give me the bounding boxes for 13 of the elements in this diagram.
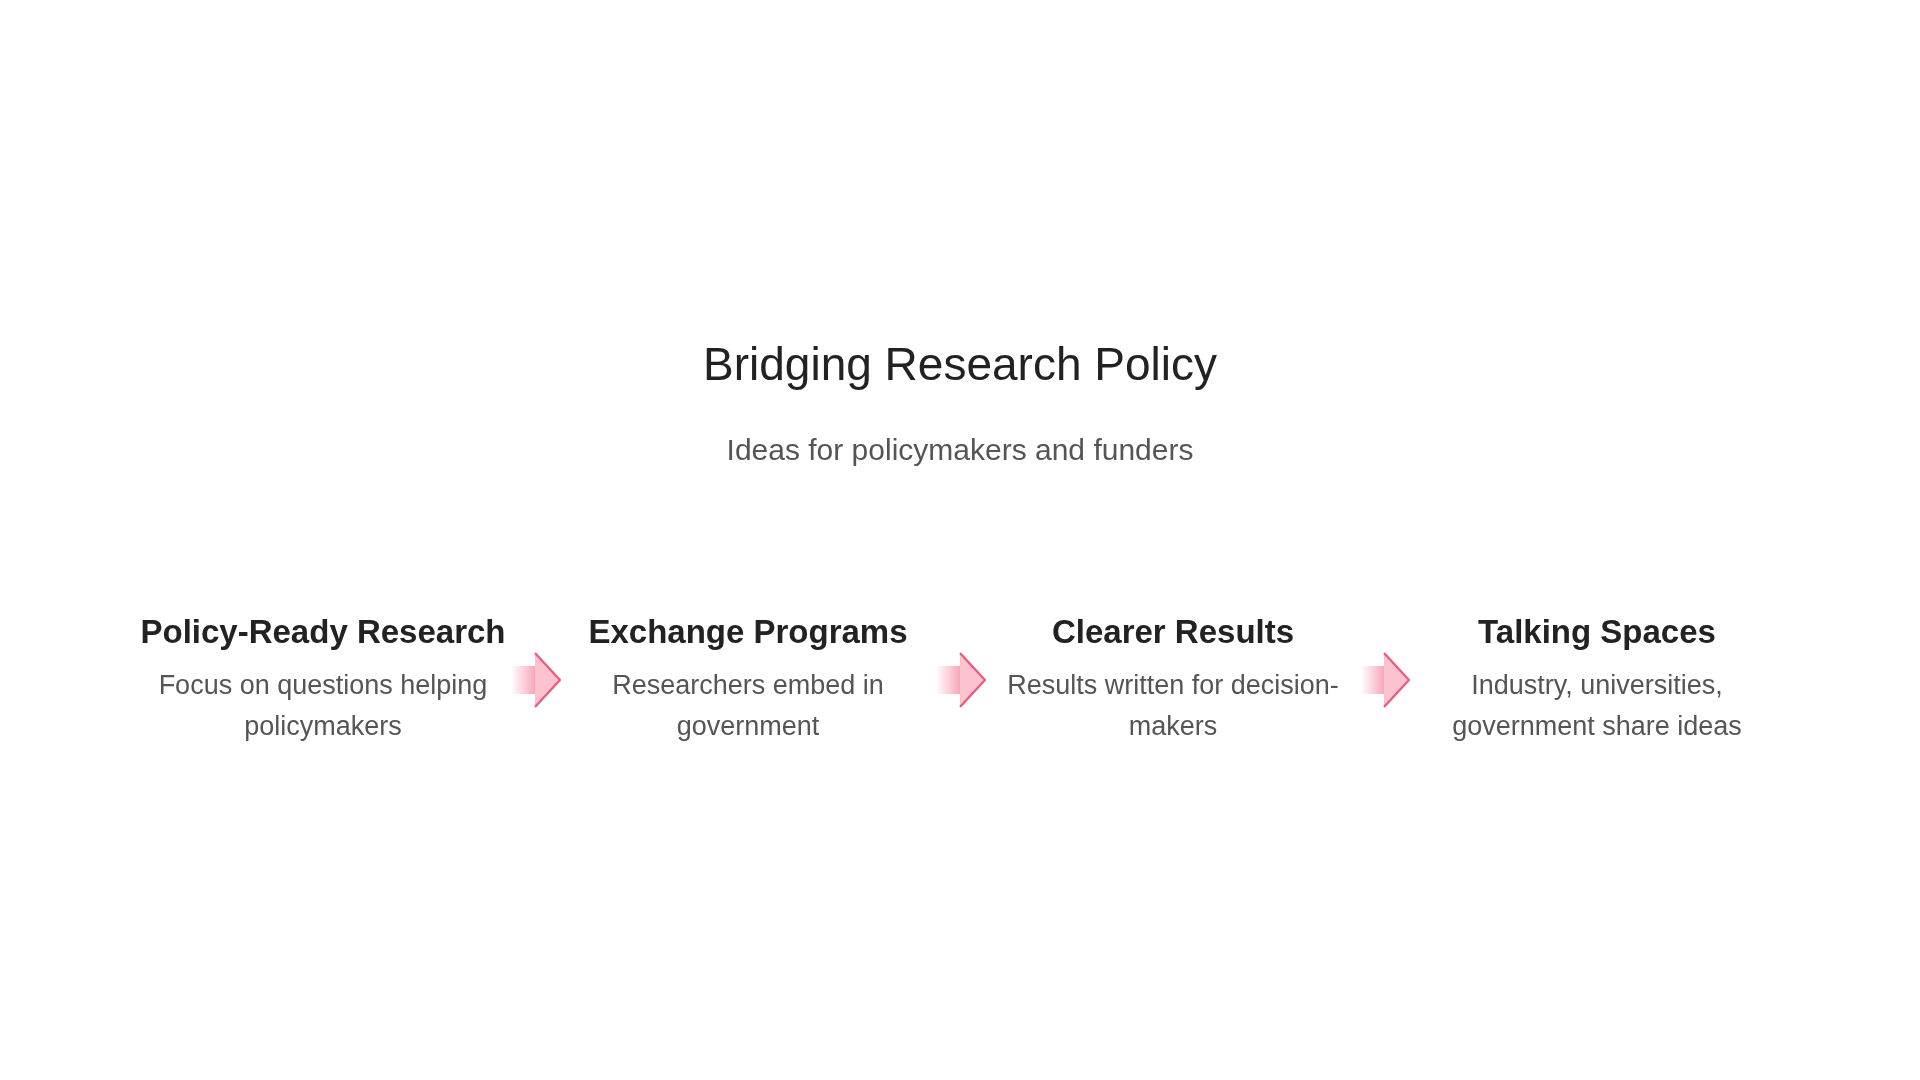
step-heading: Policy-Ready Research (140, 612, 506, 652)
arrow (1361, 651, 1411, 709)
step-description: Industry, universities, government share ideas (1451, 669, 1743, 743)
diagram-title: Bridging Research Policy (703, 337, 1217, 392)
step-heading: Clearer Results (1051, 612, 1295, 652)
step-heading: Exchange Programs (588, 612, 908, 652)
arrow (511, 651, 562, 709)
subtitle: Ideas for policymakers and funders (726, 432, 1194, 468)
step-description: Researchers embed in government (611, 669, 885, 743)
step-description: Focus on questions helping policymakers (157, 669, 489, 743)
step-description: Results written for decision-makers (1006, 669, 1340, 743)
step-heading: Talking Spaces (1478, 612, 1716, 652)
arrow (936, 651, 987, 709)
